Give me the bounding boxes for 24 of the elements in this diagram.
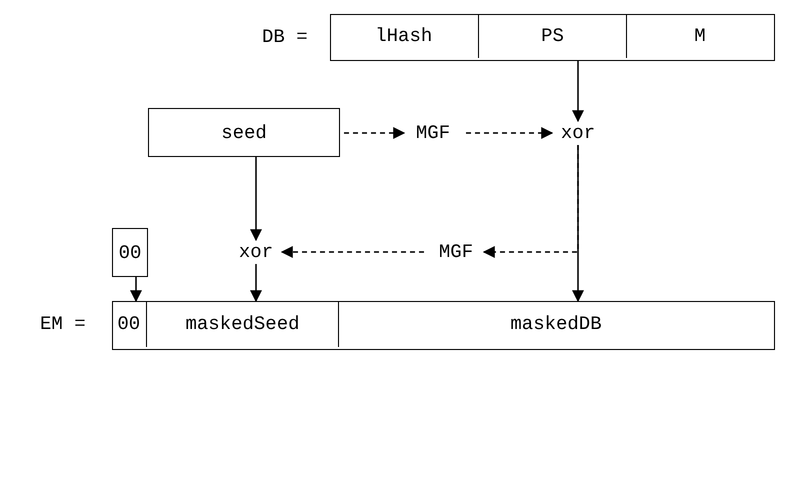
field-cell: M <box>626 14 773 58</box>
arrow <box>280 246 424 258</box>
field-cell: 00 <box>112 300 146 346</box>
arrow <box>482 145 579 258</box>
record-row <box>330 14 775 61</box>
arrow <box>466 127 554 139</box>
function-label: MGF <box>416 122 450 144</box>
field-cell: lHash <box>330 14 478 58</box>
function-label: xor <box>560 122 596 144</box>
function-label: MGF <box>438 241 474 263</box>
record-row <box>112 301 775 350</box>
value-box: 00 <box>112 228 148 277</box>
row-label: EM = <box>40 313 86 335</box>
field-cell: PS <box>478 14 626 58</box>
function-label: xor <box>238 241 274 263</box>
arrow <box>250 264 262 302</box>
row-label: DB = <box>262 26 308 48</box>
arrow <box>344 127 406 139</box>
arrow <box>130 277 142 302</box>
field-cell: maskedDB <box>338 300 773 346</box>
field-cell: maskedSeed <box>146 300 338 346</box>
value-box: seed <box>148 108 340 157</box>
arrow <box>250 157 262 242</box>
arrow <box>572 61 584 122</box>
